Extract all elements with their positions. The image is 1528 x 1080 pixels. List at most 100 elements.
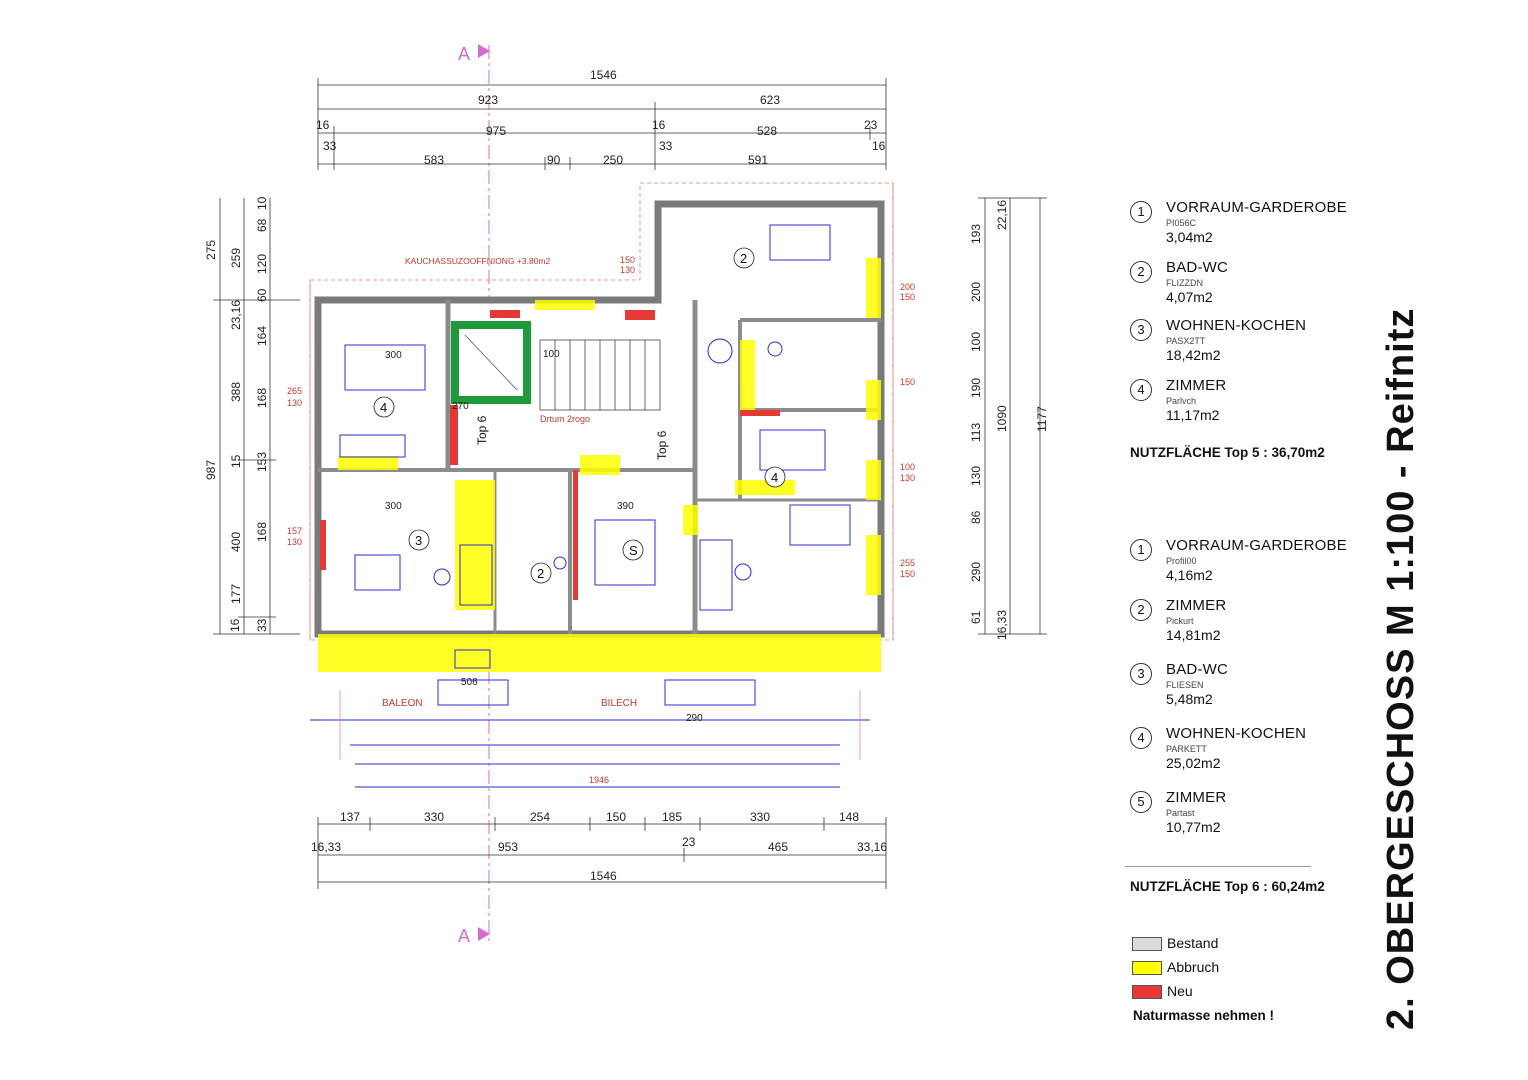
inner-dim-506: 506 [461, 677, 478, 688]
room-number: 3 [1130, 319, 1152, 341]
dim-bottom-1633: 16,33 [311, 840, 341, 854]
room-tags [373, 247, 786, 584]
top5-marker: Top 6 [475, 415, 489, 445]
balcony-right-label: BILECH [601, 698, 637, 709]
total-top6: NUTZFLÄCHE Top 6 : 60,24m2 [1130, 879, 1325, 894]
inner-dim-300b: 300 [385, 501, 402, 512]
dim-right-100: 100 [969, 332, 983, 352]
room-number: 5 [1130, 791, 1152, 813]
room-number: 4 [1130, 727, 1152, 749]
dim-top-16b: 16 [652, 118, 666, 132]
dim-left-15: 15 [229, 454, 243, 468]
staircase [539, 339, 661, 411]
legend-top5-room-2: 2 BAD-WC FLIZZDN 4,07m2 [1128, 255, 1368, 315]
dim-top-total: 1546 [590, 68, 617, 82]
room-name: ZIMMER [1166, 597, 1227, 614]
red-dim-130d: 130 [900, 473, 915, 483]
dim-bottom-465: 465 [768, 840, 788, 854]
room-area: 18,42m2 [1166, 347, 1221, 363]
left-dimensions [213, 198, 300, 635]
red-dim-130a: 130 [287, 537, 302, 547]
room-floor: PI056C [1166, 218, 1197, 228]
dim-top-923: 923 [478, 93, 498, 107]
room-area: 25,02m2 [1166, 755, 1221, 771]
legend-top6-room-5: 5 ZIMMER Partast 10,77m2 [1128, 785, 1368, 845]
room-number: 1 [1130, 201, 1152, 223]
room-number: 2 [1130, 599, 1152, 621]
dim-left-168b: 168 [255, 522, 269, 542]
dim-top-591: 591 [748, 153, 768, 167]
dim-right-200: 200 [969, 282, 983, 302]
elevator-cross [464, 334, 518, 391]
legend-top5-room-1: 1 VORRAUM-GARDEROBE PI056C 3,04m2 [1128, 195, 1368, 255]
balcony-left-label: BALEON [382, 698, 423, 709]
room-number: 3 [1130, 663, 1152, 685]
dim-bottom-254: 254 [530, 810, 550, 824]
room-name: VORRAUM-GARDEROBE [1166, 199, 1347, 216]
dim-top-975: 975 [486, 124, 506, 138]
dim-top-90: 90 [547, 153, 561, 167]
dim-left-16: 16 [228, 618, 242, 632]
room-area: 4,16m2 [1166, 567, 1213, 583]
dim-left-120: 120 [255, 254, 269, 274]
dim-left-10: 10 [255, 196, 269, 210]
total-top5: NUTZFLÄCHE Top 5 : 36,70m2 [1130, 445, 1325, 460]
room-area: 4,07m2 [1166, 289, 1213, 305]
red-dim-200: 200 [900, 282, 915, 292]
room-floor: FLIESEN [1166, 680, 1204, 690]
room-floor: Partast [1166, 808, 1195, 818]
dim-bottom-3316: 33,16 [857, 840, 887, 854]
right-dimensions [978, 197, 1047, 635]
room-tag-2-top: 2 [740, 251, 747, 266]
dim-left-33: 33 [255, 618, 269, 632]
stairs-label: Drtum 2rogo [540, 414, 590, 424]
dim-right-1177: 1177 [1035, 406, 1049, 432]
legend-separator [1125, 866, 1311, 867]
room-tag-4-left: 4 [380, 400, 387, 415]
swatch-abbruch [1132, 961, 1162, 975]
legend-top5-room-4: 4 ZIMMER Parlvch 11,17m2 [1128, 373, 1368, 433]
dim-right-193: 193 [969, 224, 983, 244]
dim-bottom-185: 185 [662, 810, 682, 824]
section-arrow-top [478, 44, 490, 58]
room-tag-5: S [629, 543, 638, 558]
room-floor: Parlvch [1166, 396, 1197, 406]
room-name: WOHNEN-KOCHEN [1166, 725, 1307, 742]
naturmasse-note: Naturmasse nehmen ! [1133, 1008, 1275, 1023]
dim-right-190: 190 [969, 378, 983, 398]
room-area: 14,81m2 [1166, 627, 1221, 643]
room-name: ZIMMER [1166, 377, 1227, 394]
room-floor: PASX2TT [1166, 336, 1206, 346]
dim-top-33b: 33 [659, 139, 673, 153]
key-label: Bestand [1167, 935, 1219, 951]
inner-dim-390: 390 [617, 501, 634, 512]
dim-bottom-330a: 330 [424, 810, 444, 824]
dim-left-275: 275 [204, 240, 218, 260]
dim-left-388: 388 [229, 382, 243, 402]
furniture [310, 224, 870, 788]
dim-top-528: 528 [757, 124, 777, 138]
room-area: 10,77m2 [1166, 819, 1221, 835]
swatch-bestand [1132, 937, 1162, 951]
sheet-title: 2. OBERGESCHOSS M 1:100 - Reifnitz [1380, 307, 1422, 1030]
dim-top-583: 583 [424, 153, 444, 167]
dim-right-61: 61 [969, 610, 983, 624]
room-floor: Profil00 [1166, 556, 1197, 566]
room-floor: PARKETT [1166, 744, 1207, 754]
room-number: 4 [1130, 379, 1152, 401]
red-dim-130c: 130 [620, 265, 635, 275]
bottom-dimensions [317, 817, 887, 889]
dim-left-168a: 168 [255, 388, 269, 408]
dim-top-33a: 33 [323, 139, 337, 153]
dim-right-113: 113 [969, 423, 983, 442]
dim-top-623: 623 [760, 93, 780, 107]
legend-top6-room-4: 4 WOHNEN-KOCHEN PARKETT 25,02m2 [1128, 721, 1368, 781]
dim-top-16c: 16 [872, 139, 886, 153]
dim-left-164: 164 [255, 326, 269, 346]
red-dim-150a: 150 [620, 255, 635, 265]
new-construction [320, 310, 780, 600]
inner-dim-270: 270 [452, 401, 469, 412]
room-name: VORRAUM-GARDEROBE [1166, 537, 1347, 554]
dim-left-177: 177 [229, 584, 243, 604]
